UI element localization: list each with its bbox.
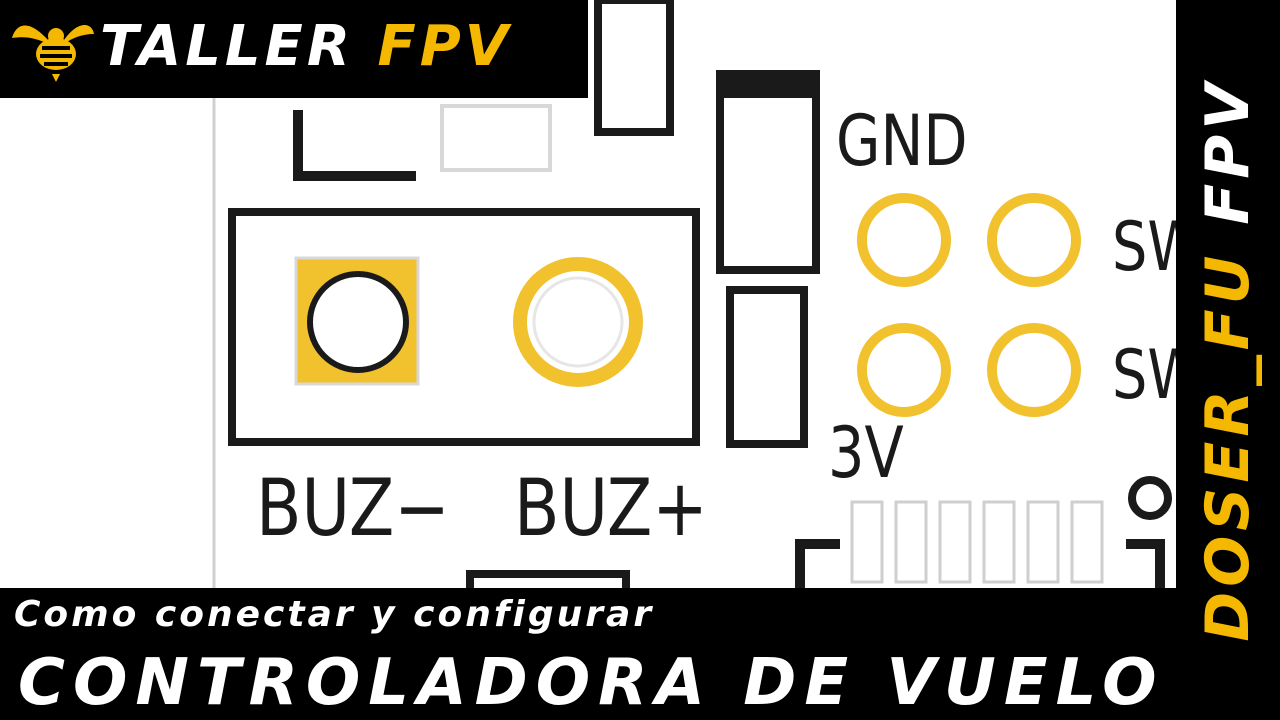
label-buz-minus: BUZ− xyxy=(256,464,450,554)
label-gnd: GND xyxy=(836,100,968,182)
buzzer-minus-hole xyxy=(307,271,409,373)
buzzer-connector-outline xyxy=(228,208,700,446)
brand-name-part1: TALLER xyxy=(100,14,354,79)
label-buz-plus: BUZ+ xyxy=(514,464,708,554)
title-banner xyxy=(0,588,1176,720)
component-outline-large xyxy=(716,70,820,274)
corner-mark xyxy=(293,110,416,181)
sw-pad xyxy=(987,193,1081,287)
sw-pad xyxy=(987,323,1081,417)
pin1-marker xyxy=(1128,476,1172,520)
label-3v: 3V xyxy=(828,412,904,494)
side-brand-part1: DOSER_FU xyxy=(1193,250,1263,642)
video-subtitle: Como conectar y configurar xyxy=(14,594,655,635)
sw-pad xyxy=(857,193,951,287)
pcb-silkscreen-image: BUZ− BUZ+ GND 3V SW SW xyxy=(212,0,1176,588)
label-sw-bottom: SW xyxy=(1112,336,1176,415)
side-brand-text: DOSER_FU FPV xyxy=(1193,78,1263,641)
pcb-diagram xyxy=(212,0,1172,588)
component-outline xyxy=(594,0,674,136)
component-outline xyxy=(466,570,630,588)
buzzer-plus-pad xyxy=(513,257,643,387)
side-brand-strip xyxy=(1176,0,1280,720)
video-title: CONTROLADORA DE VUELO xyxy=(18,646,1165,720)
brand-name-part2: FPV xyxy=(377,14,513,79)
corner-mark xyxy=(795,539,840,588)
component-polarity-band xyxy=(720,74,816,98)
component-outline-small xyxy=(726,286,808,448)
brand-name: TALLER FPV xyxy=(100,14,512,79)
wasp-logo-icon xyxy=(12,24,94,82)
brand-banner: TALLER FPV xyxy=(0,0,588,98)
corner-mark xyxy=(1126,539,1165,588)
label-sw-top: SW xyxy=(1112,208,1176,287)
connector-pad-row xyxy=(850,500,1104,584)
sw-pad xyxy=(857,323,951,417)
smd-pad-outline xyxy=(440,104,552,172)
buzzer-plus-hole xyxy=(532,276,624,368)
side-brand-part2: FPV xyxy=(1193,78,1263,225)
